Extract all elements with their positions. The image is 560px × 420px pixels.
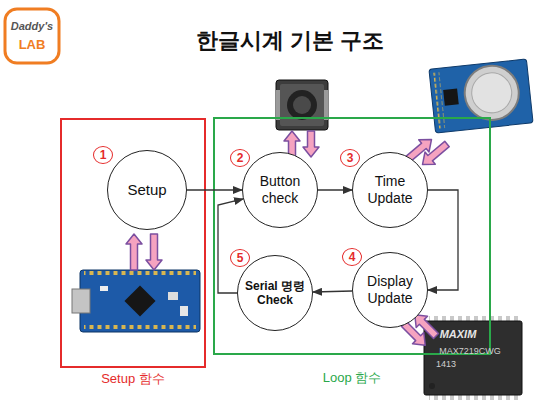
logo-frame (5, 9, 59, 63)
callout-number: 4 (342, 248, 362, 266)
step-text: Display Update (360, 273, 420, 307)
max7219-chip (424, 316, 522, 400)
chip-marking: 1413 (429, 360, 463, 370)
button-check-step: Button check (242, 152, 318, 228)
chip-marking: MAXIM (428, 328, 488, 340)
callout-number: 2 (230, 149, 250, 167)
flow-arrow (313, 291, 352, 292)
function-label: Setup 함수 (62, 370, 204, 388)
step-text: Time Update (360, 173, 420, 207)
time-update-step: Time Update (352, 152, 428, 228)
push-button (276, 80, 328, 130)
logo-text: LAB (5, 38, 59, 52)
flow-arrow (318, 189, 352, 190)
serial-check-step: Serial 명령 Check (237, 255, 313, 331)
display-update-step: Display Update (352, 252, 428, 328)
flow-arrow (428, 190, 458, 290)
step-text: Serial 명령 Check (242, 279, 308, 308)
chip-marking: MAX7219CWG (427, 347, 513, 357)
step-text: Setup (127, 181, 166, 199)
logo-text: Daddy's (5, 20, 59, 32)
callout-number: 1 (93, 146, 113, 164)
setup-step: Setup (107, 150, 187, 230)
function-label: Loop 함수 (215, 369, 489, 387)
setup-function-box: Setup 함수Setup (60, 118, 206, 368)
diagram-title: 한글시계 기본 구조 (130, 26, 450, 56)
callout-number: 3 (340, 149, 360, 167)
rtc-module (429, 59, 533, 133)
callout-number: 5 (230, 249, 250, 267)
step-text: Button check (250, 173, 310, 207)
arduino-nano (72, 270, 200, 332)
